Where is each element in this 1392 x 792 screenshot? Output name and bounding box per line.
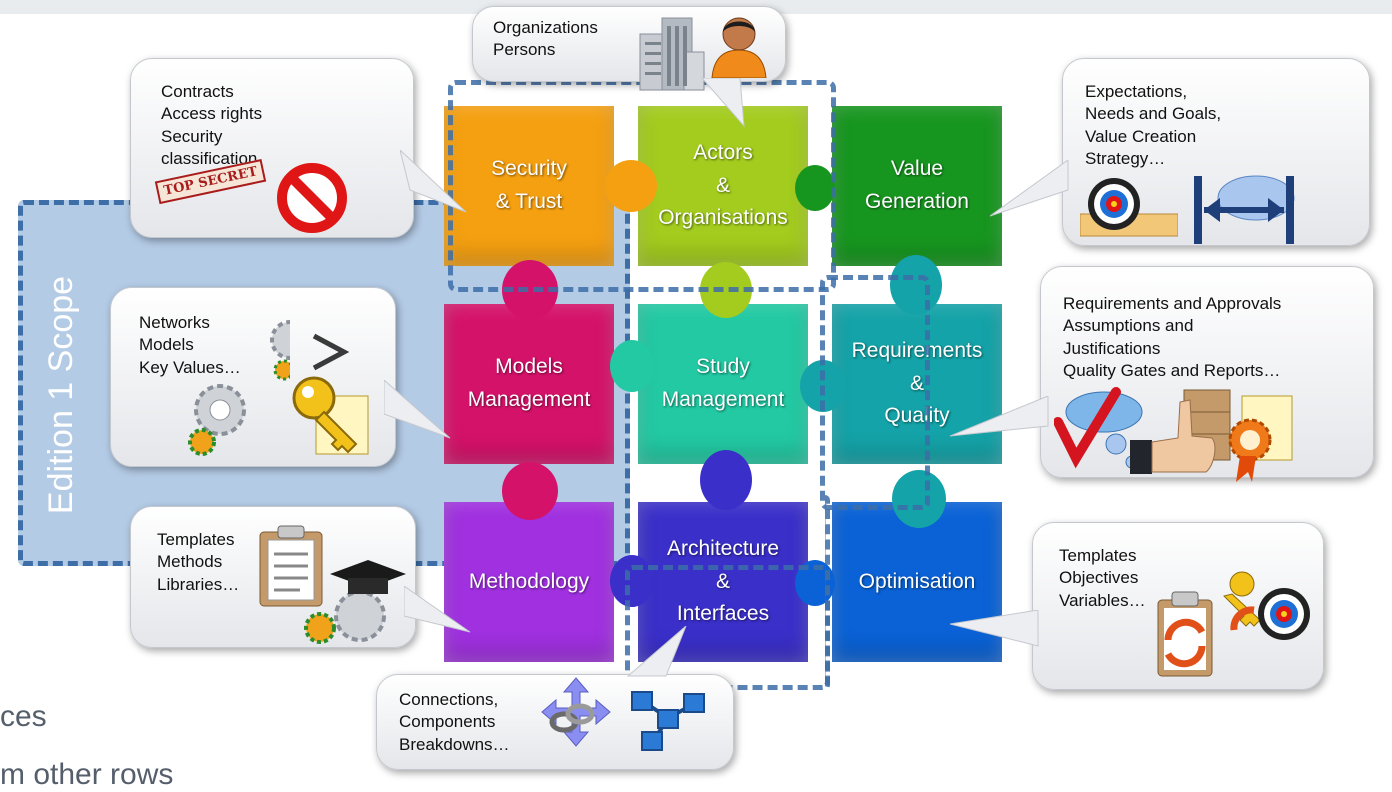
callout-line: Value Creation — [1085, 126, 1197, 146]
callout-line: Templates — [1059, 546, 1137, 565]
callout-line: Models — [139, 335, 194, 355]
piece-label-line: Security — [491, 157, 567, 181]
callout-line: Key Values… — [139, 357, 241, 377]
gears-icon — [180, 300, 310, 465]
piece-label-line: Quality — [884, 404, 950, 428]
piece-label-line: Organisations — [658, 206, 788, 230]
callout-line: Security — [161, 126, 223, 146]
puzzle-knob — [892, 470, 946, 528]
puzzle-piece-architecture-interfaces[interactable]: Architecture & Interfaces — [638, 502, 808, 662]
puzzle-piece-optimisation[interactable]: Optimisation — [832, 502, 1002, 662]
callout-security: Contracts Access rights Security classif… — [130, 58, 414, 238]
callout-pointer — [384, 380, 451, 439]
callout-line: Networks — [139, 313, 210, 332]
callout-line: Strategy… — [1085, 149, 1166, 169]
target-icon — [1079, 176, 1179, 245]
callout-line: Requirements and Approvals — [1063, 294, 1282, 313]
puzzle-piece-methodology[interactable]: Methodology — [444, 502, 614, 662]
callout-requirements: Requirements and Approvals Assumptions a… — [1040, 266, 1374, 478]
puzzle-knob — [502, 462, 558, 520]
piece-label-line: Architecture — [666, 537, 780, 561]
graduation-gears-icon — [300, 556, 410, 653]
puzzle-piece-requirements-quality[interactable]: Requirements & Quality — [832, 304, 1002, 464]
callout-pointer — [400, 150, 467, 213]
callout-line: Components — [399, 712, 496, 732]
piece-label-line: & Trust — [495, 190, 563, 213]
approval-icon — [1053, 386, 1146, 481]
callout-line: Methods — [157, 552, 223, 572]
piece-label-line: Actors — [693, 141, 753, 165]
piece-label-line: Study — [696, 355, 750, 379]
piece-label-line: Value — [890, 157, 944, 181]
person-icon — [706, 14, 772, 83]
piece-label-line: & — [909, 371, 924, 395]
piece-label-line: Models — [495, 355, 563, 379]
callout-line: Needs and Goals, — [1085, 104, 1222, 124]
dashed-outline-requirements — [820, 275, 930, 510]
piece-label-line: Methodology — [468, 569, 590, 593]
callout-pointer — [950, 610, 1039, 647]
callout-line: Assumptions and — [1063, 316, 1194, 336]
puzzle-knob — [610, 340, 654, 392]
network-nodes-icon — [628, 682, 708, 757]
callout-line: Organizations — [493, 18, 598, 37]
piece-label-line: Management — [467, 388, 591, 411]
puzzle-knob — [795, 165, 835, 211]
puzzle-piece-actors-organisations[interactable]: Actors & Organisations — [638, 106, 808, 266]
puzzle-knob — [610, 555, 654, 607]
clipboard-cycle-icon — [1150, 580, 1220, 685]
chevron-right-icon — [310, 332, 350, 377]
callout-pointer — [990, 160, 1069, 217]
background-text-2: m other rows — [0, 758, 174, 791]
puzzle-knob — [890, 255, 942, 315]
building-icon — [632, 12, 708, 97]
callout-models: Networks Models Key Values… — [110, 287, 396, 467]
callout-line: Quality Gates and Reports… — [1063, 361, 1281, 381]
callout-line: Persons — [493, 40, 556, 60]
edition-scope-label: Edition 1 Scope — [42, 275, 80, 515]
key-target-icon — [1214, 570, 1310, 661]
key-icon — [282, 372, 374, 463]
callout-line: Variables… — [1059, 590, 1146, 610]
dashed-outline-top — [448, 80, 836, 292]
callout-line: Objectives — [1059, 568, 1139, 588]
callout-pointer — [404, 586, 471, 633]
puzzle-knob — [605, 160, 657, 212]
range-icon — [1190, 172, 1300, 253]
piece-label-line: Interfaces — [676, 602, 770, 626]
piece-label-line: Management — [661, 388, 785, 411]
callout-pointer — [626, 626, 687, 677]
piece-label-line: & — [715, 569, 730, 593]
piece-label-line: Optimisation — [858, 569, 976, 593]
piece-label-line: & — [715, 173, 730, 197]
callout-line: Libraries… — [157, 574, 240, 594]
callout-line: Expectations, — [1085, 82, 1188, 101]
piece-label-line: Generation — [865, 190, 969, 213]
clipboard-icon — [256, 524, 328, 613]
callout-line: Breakdowns… — [399, 734, 510, 754]
callout-line: Justifications — [1063, 338, 1161, 358]
background-text-1: ces — [0, 700, 47, 733]
certificate-icon — [1226, 392, 1296, 489]
callout-line: Contracts — [161, 82, 234, 101]
puzzle-knob — [700, 450, 752, 510]
no-entry-icon — [276, 162, 348, 239]
callout-line: classification — [161, 149, 258, 169]
callout-pointer — [950, 396, 1049, 437]
callout-line: Templates — [157, 530, 235, 549]
callout-line: Access rights — [161, 104, 263, 124]
callout-line: Connections, — [399, 690, 499, 709]
link-arrows-icon — [540, 676, 612, 753]
puzzle-piece-security-trust[interactable]: Security & Trust — [444, 106, 614, 266]
thumbs-up-icon — [1128, 386, 1238, 483]
callout-pointer — [701, 78, 745, 128]
piece-label-line: Requirements — [851, 339, 983, 363]
